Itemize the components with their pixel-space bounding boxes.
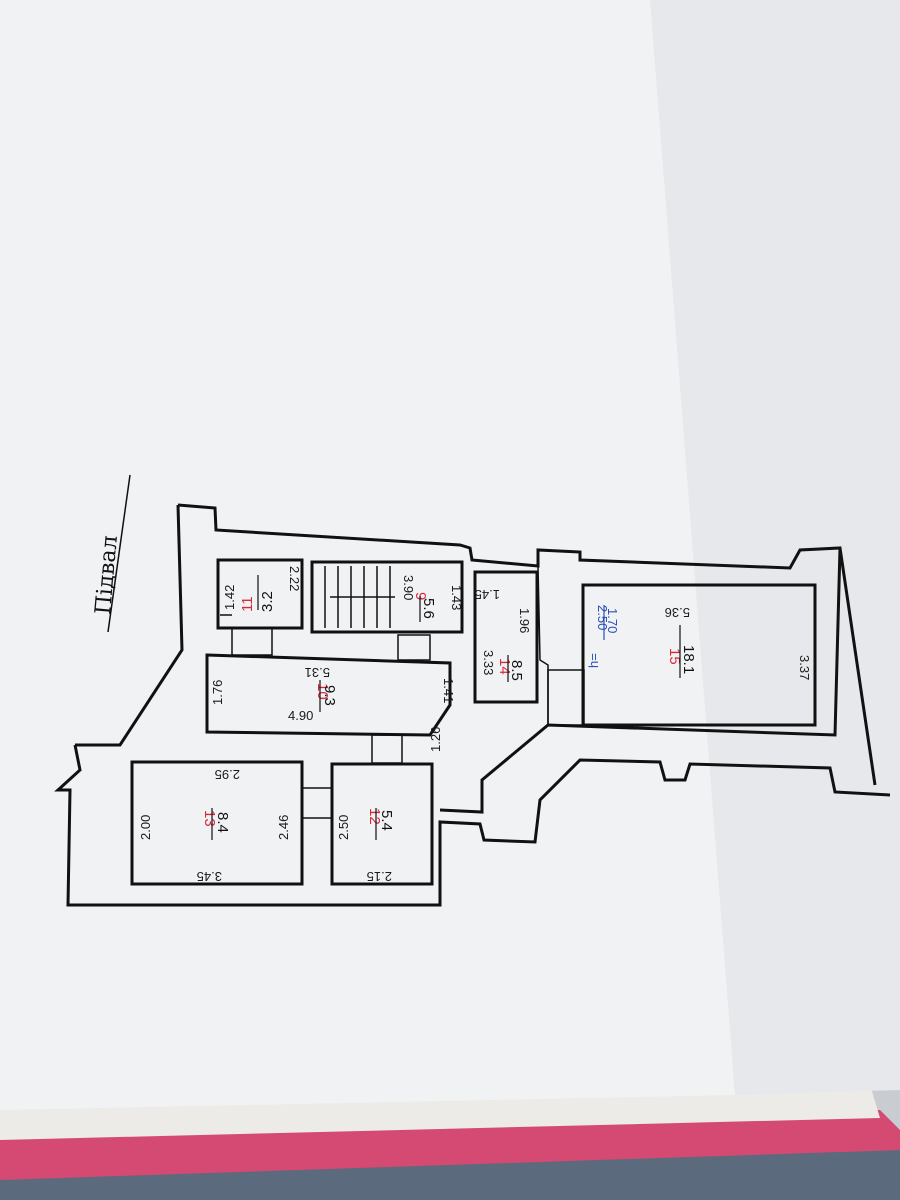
room-10-outline <box>205 653 452 737</box>
room-11-dim-b: 2.22 <box>287 566 302 591</box>
inner-wall-left <box>75 504 184 747</box>
room-9: 9 5.6 3.90 1.43 <box>401 575 464 622</box>
room-11-area: 3.2 <box>259 591 276 612</box>
room-15-area: 18.1 <box>680 645 697 674</box>
paper-back-sheet <box>640 0 900 1095</box>
room-15-dim-b: 3.37 <box>797 655 812 680</box>
room-14-number: 14 <box>496 658 513 675</box>
room-12-outline <box>330 762 434 886</box>
room-10-dim-b: 1.76 <box>210 680 225 705</box>
room-15-outline <box>581 583 817 727</box>
room-12-dim-b: 2.15 <box>367 869 392 884</box>
room-9-dim-b: 1.43 <box>449 585 464 610</box>
room-13-dim-c: 2.46 <box>276 815 291 840</box>
room-12-dim-a: 2.50 <box>336 815 351 840</box>
room-15: 15 18.1 5.36 3.37 h= 2.50 1.70 <box>586 605 812 680</box>
stair-lines <box>324 566 395 628</box>
door-13-12 <box>301 787 333 819</box>
room-12-dim-c: 1.26 <box>428 727 443 752</box>
room-10: 10 9.3 5.31 1.76 4.90 1.41 <box>210 665 456 723</box>
room-12: 12 5.4 2.50 2.15 1.26 <box>336 727 443 884</box>
title-underline <box>107 474 131 633</box>
room-11: 11 3.2 1.42 2.22 <box>222 566 302 612</box>
room-14-dim-a: 3.33 <box>481 650 496 675</box>
room-10-dim-d: 1.41 <box>441 678 456 703</box>
room-13-number: 13 <box>201 810 218 827</box>
room-10-number: 10 <box>314 683 331 700</box>
paper-sheet <box>0 0 735 1110</box>
room-13-dim-a: 2.95 <box>215 767 240 782</box>
room-13-outline <box>130 760 304 886</box>
room-12-number: 12 <box>366 808 383 825</box>
corridor-wall <box>439 547 842 814</box>
door-10-12 <box>371 734 403 764</box>
room-15-height-label: h= <box>586 653 601 668</box>
room-14-area: 8.5 <box>508 660 525 681</box>
room-13: 13 8.4 2.95 2.00 2.46 3.45 <box>138 767 291 884</box>
floor-plan <box>54 503 891 907</box>
door-9-10 <box>397 634 431 661</box>
room-15-height-bottom: 1.70 <box>605 608 620 633</box>
room-15-number: 15 <box>666 648 683 665</box>
room-14: 14 8.5 3.33 1.96 1.45 <box>475 587 532 682</box>
room-9-dim-a: 3.90 <box>401 575 416 600</box>
room-10-dim-a: 5.31 <box>305 665 330 680</box>
room-10-area: 9.3 <box>321 685 338 706</box>
room-9-area: 5.6 <box>420 598 437 619</box>
room-12-area: 5.4 <box>378 810 395 831</box>
room-9-outline <box>310 560 464 634</box>
room-14-dim-b: 1.96 <box>517 608 532 633</box>
outer-wall-bottom <box>54 744 891 907</box>
room-10-dim-c: 4.90 <box>288 708 313 723</box>
room-14-outline <box>473 570 539 704</box>
room-14-dim-c: 1.45 <box>475 587 500 602</box>
door-14-15 <box>547 669 585 726</box>
outer-wall <box>177 503 877 786</box>
room-11-number: 11 <box>239 596 256 612</box>
door-11-10 <box>231 627 273 656</box>
room-11-dim-a: 1.42 <box>222 585 237 610</box>
room-13-dim-d: 3.45 <box>197 869 222 884</box>
room-15-height-top: 2.50 <box>595 605 610 630</box>
room-13-dim-b: 2.00 <box>138 815 153 840</box>
room-15-dim-a: 5.36 <box>665 605 690 620</box>
room-13-area: 8.4 <box>214 812 231 833</box>
